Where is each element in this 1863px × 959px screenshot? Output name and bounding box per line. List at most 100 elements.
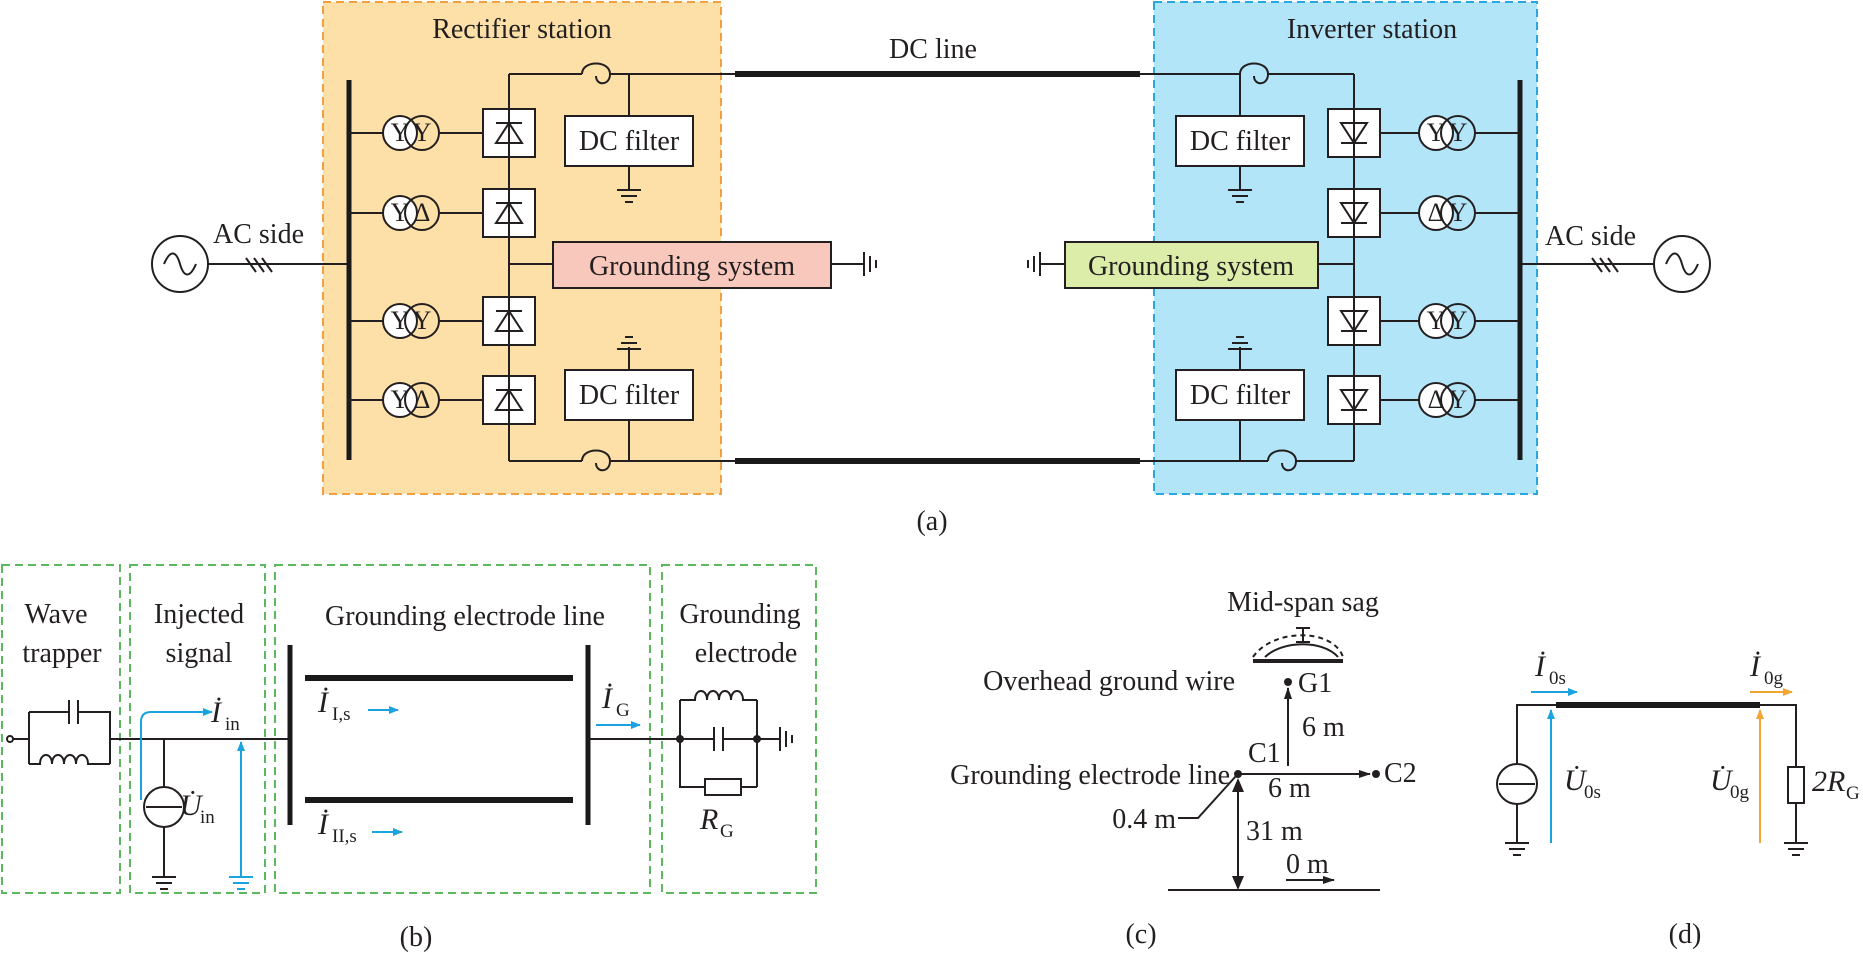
i-in-sub: in xyxy=(225,714,240,735)
r2-sub: G xyxy=(1846,783,1860,804)
electrode-label-1: Grounding xyxy=(679,599,800,630)
wave-trapper-box xyxy=(1,564,121,894)
dc-filter-label-1: DC filter xyxy=(579,126,680,157)
i-g-symbol: İ xyxy=(601,682,614,715)
svg-text:Y: Y xyxy=(1449,118,1468,147)
gel-label: Grounding electrode line xyxy=(950,760,1230,791)
rectifier-valve-1-icon xyxy=(482,108,536,158)
c1-label: C1 xyxy=(1248,738,1281,769)
resistor-rg-icon xyxy=(704,778,742,796)
electrode-label-2: electrode xyxy=(695,638,798,669)
i-2s-sub: II,s xyxy=(332,826,357,847)
inverter-valve-1-icon xyxy=(1327,108,1381,158)
ground-icon xyxy=(863,251,877,277)
grounding-system-label-inv: Grounding system xyxy=(1088,251,1294,282)
svg-text:Y: Y xyxy=(1449,385,1468,414)
dc-filter-label-2: DC filter xyxy=(579,380,680,411)
i0g-sub: 0g xyxy=(1764,668,1784,689)
u0g-symbol: U̇ xyxy=(1710,764,1734,797)
g1-point xyxy=(1284,678,1292,686)
svg-text:Δ: Δ xyxy=(414,385,431,414)
grounding-electrode-box xyxy=(661,564,817,894)
rectifier-valve-3-icon xyxy=(482,296,536,346)
svg-text:Y: Y xyxy=(391,198,410,227)
sag-curve-icon xyxy=(1264,643,1339,658)
r-g-symbol: R xyxy=(699,803,718,836)
dc-filter-label-4: DC filter xyxy=(1190,380,1291,411)
inverter-valve-2-icon xyxy=(1327,188,1381,238)
injected-signal-box xyxy=(129,564,266,894)
svg-text:Y: Y xyxy=(413,118,432,147)
six-m-vertical-label: 6 m xyxy=(1302,712,1345,743)
terminal-icon xyxy=(6,735,14,743)
panel-a: Rectifier station Inverter station DC li… xyxy=(151,1,1711,537)
ac-source-left-icon xyxy=(151,235,209,293)
svg-text:Y: Y xyxy=(1449,306,1468,335)
ac-side-right-label: AC side xyxy=(1545,221,1636,252)
line-title: Grounding electrode line xyxy=(325,601,605,632)
sag-label: Mid-span sag xyxy=(1227,587,1379,618)
wave-trapper-label-1: Wave xyxy=(24,599,87,630)
six-m-horizontal-label: 6 m xyxy=(1268,773,1311,804)
svg-text:Δ: Δ xyxy=(1428,385,1445,414)
svg-text:Y: Y xyxy=(413,306,432,335)
u-in-sub: in xyxy=(200,807,215,828)
svg-text:Y: Y xyxy=(1427,306,1446,335)
svg-text:Δ: Δ xyxy=(1428,198,1445,227)
ground-icon xyxy=(1783,842,1809,856)
ac-source-right-icon xyxy=(1653,235,1711,293)
zero-m-label: 0 m xyxy=(1286,849,1329,880)
i-in-symbol: İ xyxy=(210,696,223,729)
ground-icon xyxy=(151,876,177,890)
c2-label: C2 xyxy=(1384,758,1417,789)
i-1s-symbol: İ xyxy=(317,686,330,719)
u0s-sub: 0s xyxy=(1584,782,1601,803)
svg-text:Y: Y xyxy=(391,385,410,414)
injected-label-2: signal xyxy=(166,638,233,669)
inverter-valve-4-icon xyxy=(1327,375,1381,425)
ground-icon xyxy=(1504,842,1530,856)
rectifier-valve-4-icon xyxy=(482,375,536,425)
rectifier-grounding-system xyxy=(552,241,832,289)
c2-point xyxy=(1372,770,1380,778)
rectifier-dc-filter-bottom xyxy=(564,369,694,421)
panel-c: Mid-span sag Overhead ground wire G1 6 m… xyxy=(950,587,1417,950)
ground-icon xyxy=(1027,251,1041,277)
panel-d: İ 0s U̇ 0s İ 0g U̇ 0g 2R G (d) xyxy=(1496,650,1860,950)
svg-text:Y: Y xyxy=(391,306,410,335)
dc-line-label: DC line xyxy=(889,34,977,65)
u0g-sub: 0g xyxy=(1730,782,1750,803)
dc-filter-label-3: DC filter xyxy=(1190,126,1291,157)
grounding-line-box xyxy=(274,564,651,894)
caption-b: (b) xyxy=(400,922,433,953)
i-in-arrow xyxy=(140,708,213,800)
g1-label: G1 xyxy=(1298,668,1332,699)
u0s-symbol: U̇ xyxy=(1564,764,1588,797)
ac-side-left-label: AC side xyxy=(213,219,304,250)
rectifier-valve-2-icon xyxy=(482,188,536,238)
inverter-valve-3-icon xyxy=(1327,296,1381,346)
u-in-symbol: U̇ xyxy=(180,789,204,822)
i-g-sub: G xyxy=(616,700,630,721)
svg-text:Y: Y xyxy=(1427,118,1446,147)
svg-text:Y: Y xyxy=(391,118,410,147)
resistor-2rg-icon xyxy=(1787,766,1805,804)
svg-text:Y: Y xyxy=(1449,198,1468,227)
ground-wire-label: Overhead ground wire xyxy=(983,666,1235,697)
r2-symbol: 2R xyxy=(1812,765,1845,798)
inverter-title: Inverter station xyxy=(1287,14,1457,45)
i-1s-sub: I,s xyxy=(332,704,350,725)
grounding-system-label-rect: Grounding system xyxy=(589,251,795,282)
r-g-sub: G xyxy=(720,821,734,842)
caption-a: (a) xyxy=(916,506,947,537)
